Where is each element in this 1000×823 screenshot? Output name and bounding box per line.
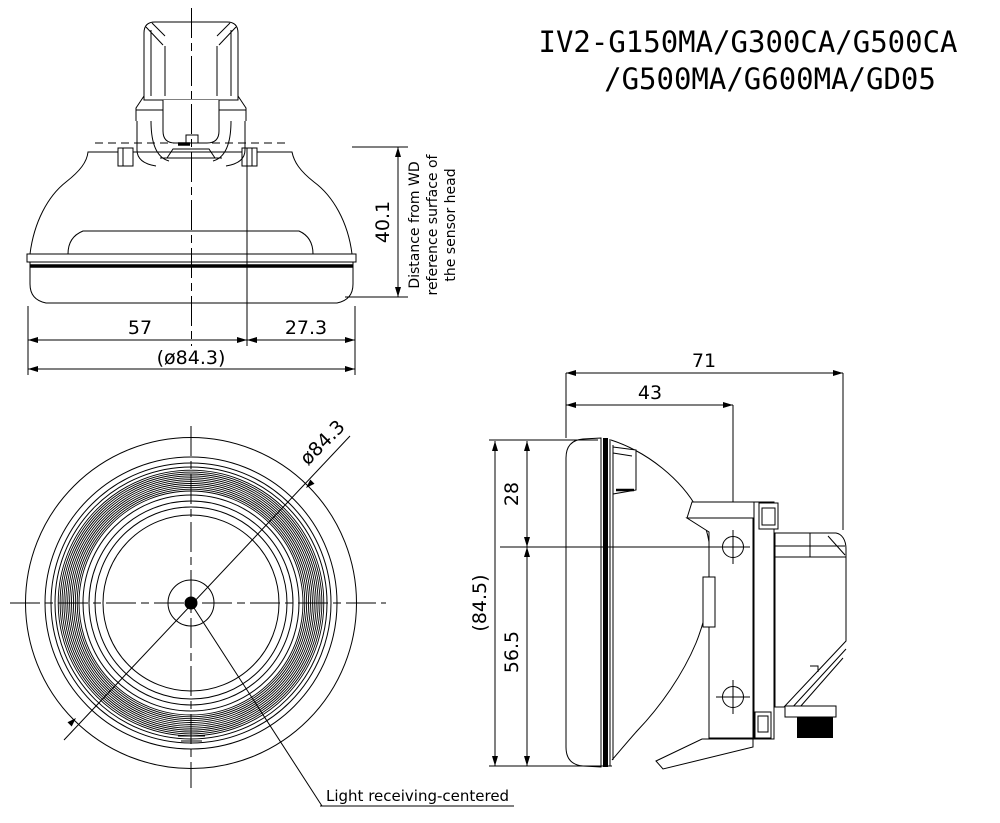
rear-body-outline [774,532,847,708]
lens-bezel-line [67,230,314,255]
diameter-dim-line [63,435,351,741]
front-cover-outline [565,437,602,768]
title-line-1: IV2-G150MA/G300CA/G500CA [538,25,957,59]
connector-neck [784,705,837,718]
dim-27-3: 27.3 [285,317,327,339]
front-view-with-bracket: 57 27.3 (ø84.3) 40.1 Distance from WD re… [26,8,459,375]
dim-57: 57 [128,317,152,339]
dim-overall-width: (ø84.3) [157,347,226,369]
side-view: 71 43 (84.5) 28 56.5 [469,350,847,770]
lens-front-view: ø84.3 Light receiving-centered [10,416,514,807]
note-line-1: Distance from WD [407,161,423,288]
clamp-hook-top [758,502,779,530]
bracket-leg-right [225,121,246,167]
dim-overall-height: (84.5) [469,574,491,631]
dim-diameter-84-3: ø84.3 [296,416,350,470]
cover-seal-line [603,438,608,767]
note-line-2: reference surface of [425,153,441,295]
cover-top-tab [612,446,637,495]
dim-40-1: 40.1 [372,201,394,243]
dim-43: 43 [638,382,662,404]
screw-hole-lower-icon [716,680,750,714]
clamp-foot-left [117,147,134,167]
wd-reference-note: Distance from WD reference surface of th… [407,153,459,295]
bracket-top-flange [686,501,755,519]
note-line-3: the sensor head [443,168,459,281]
bracket-leg-left [136,121,157,167]
clamp-foot-right [241,147,258,167]
light-receiving-callout: Light receiving-centered [326,787,509,805]
cable-connector [797,717,833,738]
bracket-foot [655,738,754,770]
title-line-2: /G500MA/G600MA/GD05 [604,62,936,96]
dim-28: 28 [501,482,523,506]
drawing-title: IV2-G150MA/G300CA/G500CA /G500MA/G600MA/… [538,25,957,96]
clamp-band [753,501,775,740]
cable-boot-ridge [789,648,847,711]
dim-71: 71 [692,350,716,372]
bracket-side-tab [702,576,716,628]
callout-leader [193,607,323,807]
bracket-plate [685,517,754,739]
cable-boot-ridge [799,657,844,708]
dim-56-5: 56.5 [501,631,523,673]
